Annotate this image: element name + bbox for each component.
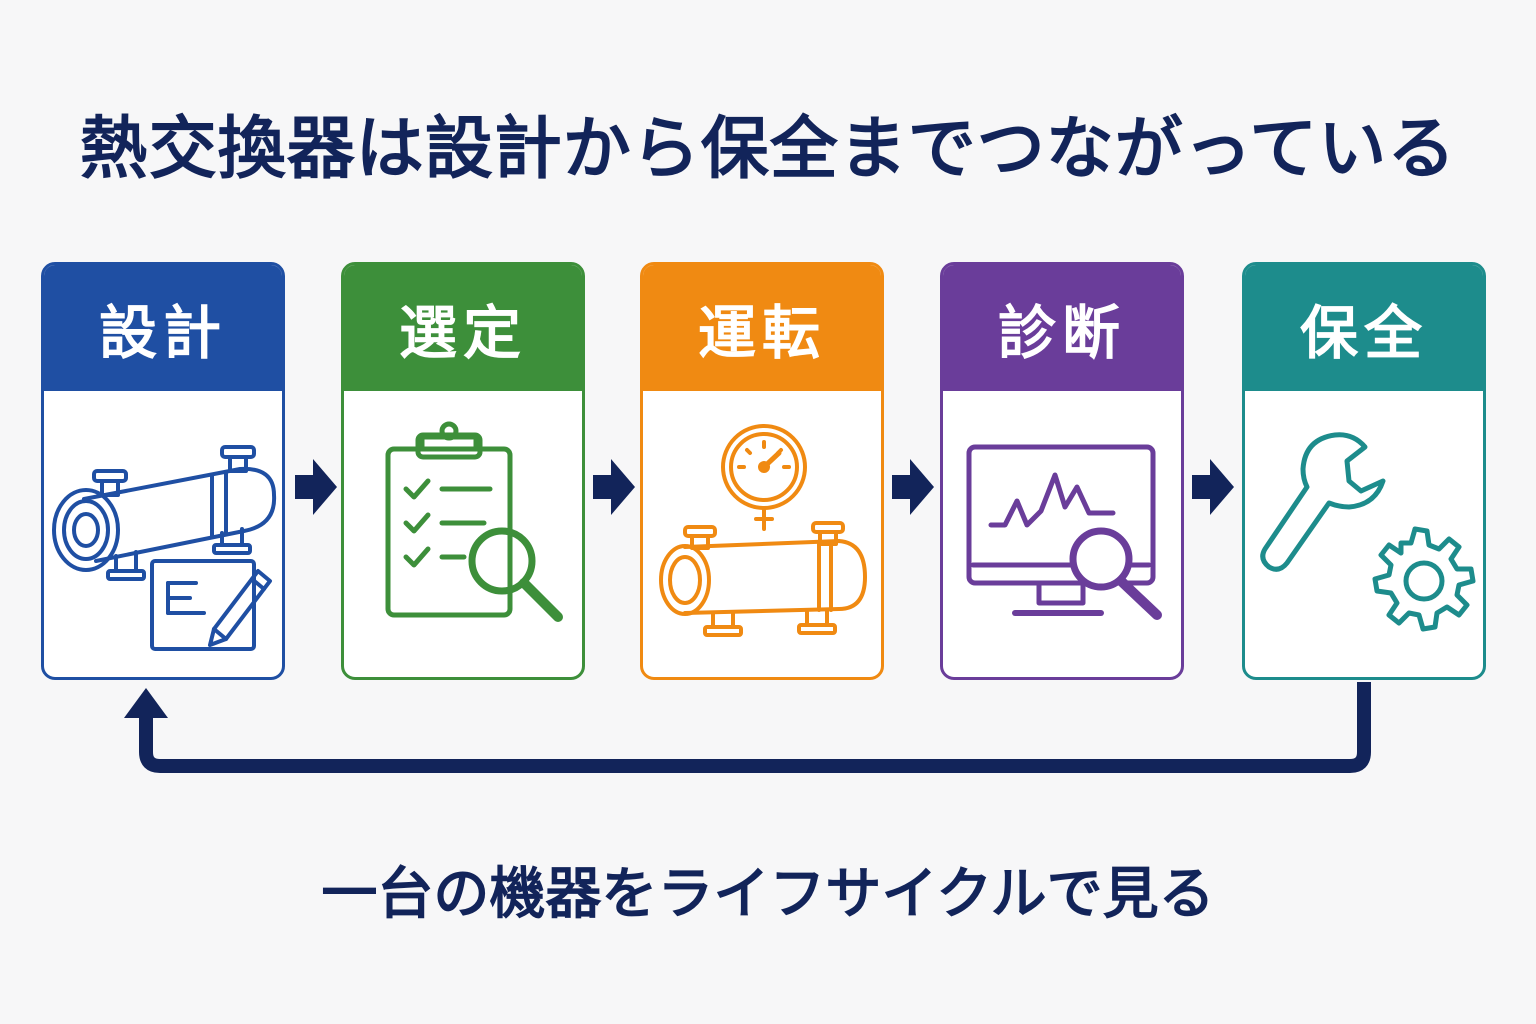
arrow-right-icon bbox=[295, 459, 337, 515]
step-card-selection: 選定 bbox=[341, 262, 585, 680]
footer-caption: 一台の機器をライフサイクルで見る bbox=[321, 862, 1215, 927]
arrow-right-icon bbox=[892, 459, 934, 515]
pressure-gauge-heat-exchanger-icon bbox=[659, 424, 867, 637]
page-title: 熱交換器は設計から保全までつながっている bbox=[79, 110, 1457, 189]
step-card-operation: 運転 bbox=[640, 262, 884, 680]
step-card-diagnosis: 診断 bbox=[940, 262, 1184, 680]
step-label-selection: 選定 bbox=[344, 265, 582, 391]
step-card-design: 設計 bbox=[41, 262, 285, 680]
step-label-diagnosis: 診断 bbox=[943, 265, 1181, 391]
clipboard-checklist-magnifier-icon bbox=[385, 421, 563, 622]
step-label-design: 設計 bbox=[44, 265, 282, 391]
step-label-maintenance: 保全 bbox=[1245, 265, 1483, 391]
step-card-maintenance: 保全 bbox=[1242, 262, 1486, 680]
arrow-right-icon bbox=[593, 459, 635, 515]
heat-exchanger-drawing-icon bbox=[52, 445, 277, 651]
wrench-gear-icon bbox=[1260, 432, 1476, 632]
step-label-operation: 運転 bbox=[643, 265, 881, 391]
arrow-right-icon bbox=[1192, 459, 1234, 515]
monitor-chart-magnifier-icon bbox=[966, 444, 1162, 620]
